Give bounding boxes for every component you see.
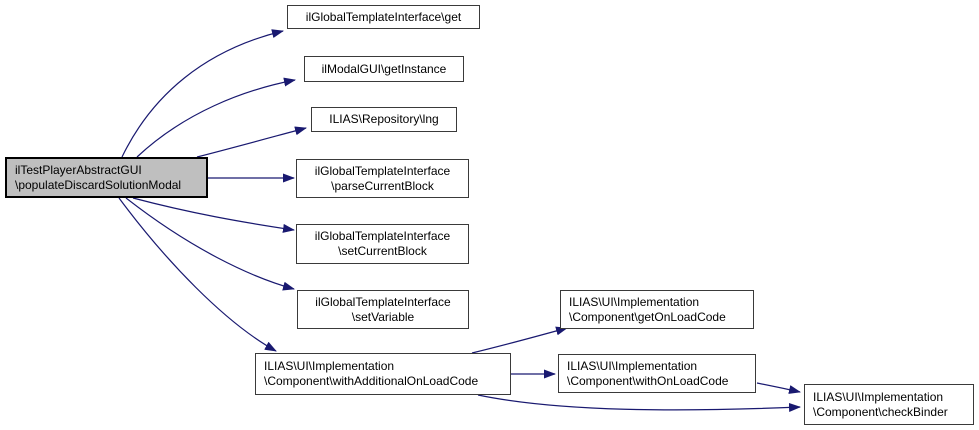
node-Component-withAdditionalOnLoadCode[interactable]: ILIAS\UI\Implementation \Component\withA… <box>255 353 511 395</box>
node-label-line: ILIAS\UI\Implementation <box>813 389 944 404</box>
node-ILIAS-Repository-lng[interactable]: ILIAS\Repository\lng <box>311 107 457 132</box>
node-ilModalGUI-getInstance[interactable]: ilModalGUI\getInstance <box>304 56 464 82</box>
node-label-line: ilGlobalTemplateInterface\get <box>305 9 462 24</box>
node-Component-checkBinder[interactable]: ILIAS\UI\Implementation \Component\check… <box>804 384 974 425</box>
edge-withAdditionalOnLoadCode-to-checkBinder <box>477 394 801 412</box>
node-ilGlobalTemplateInterface-setCurrentBlock[interactable]: ilGlobalTemplateInterface \setCurrentBlo… <box>296 224 469 264</box>
node-Component-withOnLoadCode[interactable]: ILIAS\UI\Implementation \Component\withO… <box>558 354 756 393</box>
node-label-line: ILIAS\UI\Implementation <box>569 294 700 309</box>
node-label-line: \parseCurrentBlock <box>331 178 434 193</box>
edge-caller-to-lng <box>196 126 307 158</box>
node-label-line: \Component\withOnLoadCode <box>567 373 729 388</box>
edge-caller-to-get <box>121 29 284 158</box>
node-label-line: ILIAS\UI\Implementation <box>264 359 395 373</box>
edge-caller-to-setVariable <box>125 197 295 291</box>
edge-caller-to-getInstance <box>136 77 296 158</box>
node-label-line: \Component\checkBinder <box>813 404 948 419</box>
node-label-line: \Component\getOnLoadCode <box>569 309 726 324</box>
node-label-line: ilGlobalTemplateInterface <box>315 294 451 309</box>
node-label-line: ilGlobalTemplateInterface <box>314 229 451 243</box>
edge-caller-to-setCurrentBlock <box>132 197 295 233</box>
node-label-line: \populateDiscardSolutionModal <box>15 177 182 192</box>
node-ilGlobalTemplateInterface-get[interactable]: ilGlobalTemplateInterface\get <box>287 5 480 29</box>
edge-withOnLoadCode-to-checkBinder <box>756 382 801 394</box>
edge-caller-to-withAdditionalOnLoadCode <box>118 197 277 352</box>
node-ilGlobalTemplateInterface-parseCurrentBlock[interactable]: ilGlobalTemplateInterface \parseCurrentB… <box>296 159 469 198</box>
node-label-line: \setVariable <box>351 309 415 324</box>
node-label-line: ILIAS\UI\Implementation <box>567 358 698 373</box>
node-label-line: ilTestPlayerAbstractGUI <box>15 162 142 177</box>
node-label-line: ilModalGUI\getInstance <box>321 61 447 76</box>
node-ilGlobalTemplateInterface-setVariable[interactable]: ilGlobalTemplateInterface \setVariable <box>297 290 469 329</box>
node-label-line: \Component\withAdditionalOnLoadCode <box>264 374 479 388</box>
node-Component-getOnLoadCode[interactable]: ILIAS\UI\Implementation \Component\getOn… <box>560 290 754 329</box>
node-populateDiscardSolutionModal: ilTestPlayerAbstractGUI \populateDiscard… <box>5 157 208 198</box>
node-label-line: ILIAS\Repository\lng <box>329 112 439 126</box>
edge-withAdditionalOnLoadCode-to-getOnLoadCode <box>471 326 568 354</box>
node-label-line: \setCurrentBlock <box>338 244 427 258</box>
node-label-line: ilGlobalTemplateInterface <box>314 163 451 178</box>
